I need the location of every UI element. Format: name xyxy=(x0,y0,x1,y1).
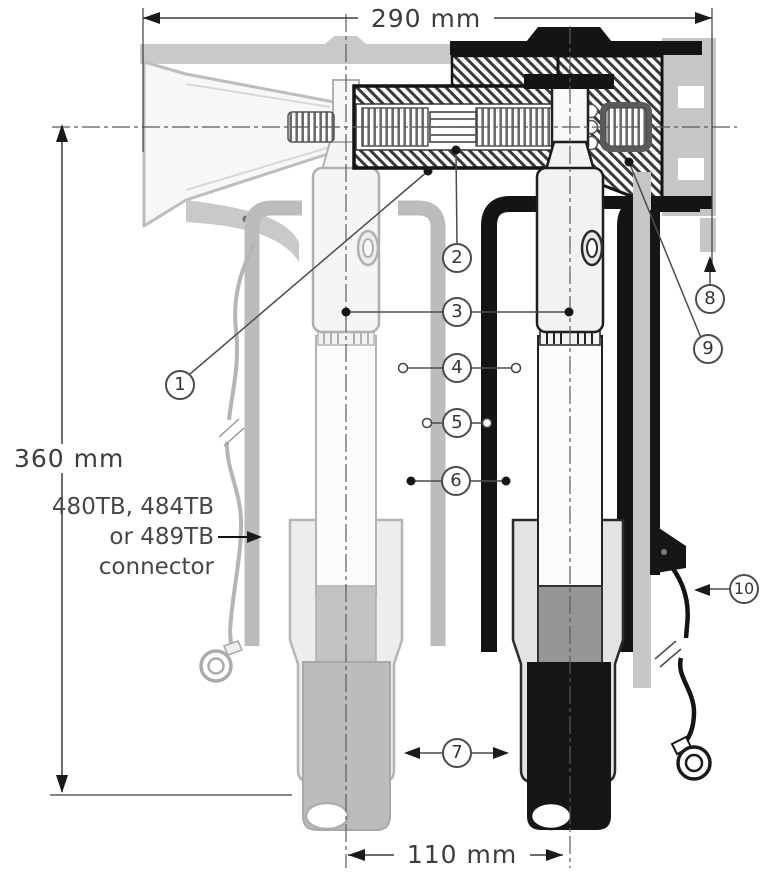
ghost-wing-bracket xyxy=(186,200,299,262)
callout-3: 3 xyxy=(442,297,472,327)
ground-wire xyxy=(664,558,690,639)
wire-clamp xyxy=(650,522,686,574)
ghost-housing-left xyxy=(244,200,302,646)
ghost-housing-right xyxy=(398,200,446,646)
dimension-height-label: 360 mm xyxy=(8,444,130,473)
ghost-funnel xyxy=(142,60,336,228)
ghost-ferrule xyxy=(222,640,244,656)
callout-10: 10 xyxy=(729,574,759,604)
housing-left-bar xyxy=(481,196,542,652)
ghost-cable-end xyxy=(304,801,350,831)
outer-black-strip xyxy=(650,210,660,575)
flange-notch-lower xyxy=(678,158,704,180)
flange-notch-upper xyxy=(678,86,704,108)
callout-target-dots xyxy=(341,145,634,486)
connector-note: 480TB, 484TB or 489TB connector xyxy=(40,492,214,582)
callout-5: 5 xyxy=(442,408,472,438)
wire-break-marks xyxy=(654,640,682,668)
ghost-wire-break-marks xyxy=(218,418,245,447)
flange-tab xyxy=(700,218,716,252)
flange-bottom-bar xyxy=(598,196,712,209)
callout-2: 2 xyxy=(442,243,472,273)
connector-note-line1: 480TB, 484TB xyxy=(51,494,214,520)
callout-8: 8 xyxy=(695,284,725,314)
callout-4: 4 xyxy=(442,353,472,383)
centerlines xyxy=(52,14,737,868)
outer-gray-band xyxy=(633,172,651,688)
black-cap xyxy=(526,27,612,42)
cable xyxy=(527,662,611,830)
ghost-ground-wire xyxy=(227,243,256,421)
callout-arrowheads xyxy=(247,256,716,759)
connector-note-line2: or 489TB xyxy=(109,524,214,550)
callout-1: 1 xyxy=(165,370,195,400)
callout-7: 7 xyxy=(442,738,472,768)
top-black-bar xyxy=(450,41,702,55)
callout-9: 9 xyxy=(693,334,723,364)
cable-end xyxy=(529,801,573,831)
dimension-width-label: 290 mm xyxy=(358,4,494,33)
callout-6: 6 xyxy=(441,466,471,496)
connector-note-line3: connector xyxy=(98,554,214,580)
dimension-spacing-label: 110 mm xyxy=(394,840,530,869)
